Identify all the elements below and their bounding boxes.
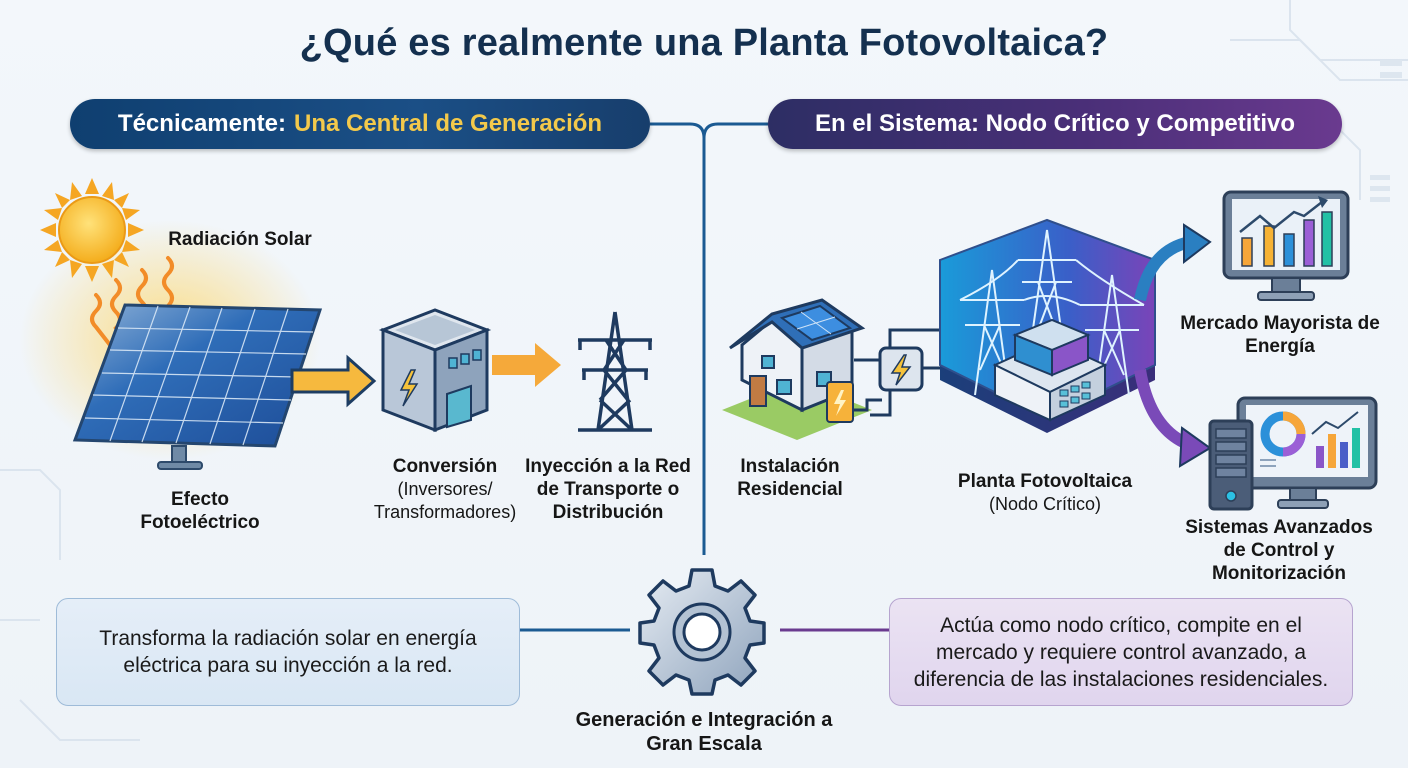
transmission-tower-icon xyxy=(578,311,652,432)
left-header-accent: Una Central de Generación xyxy=(293,110,603,137)
photoelectric-label: Efecto Fotoeléctrico xyxy=(140,489,260,533)
pv-plant-node-icon xyxy=(939,218,1156,433)
center-label: Generación e Integración a Gran Escala xyxy=(575,709,833,755)
conversion-sublabel: (Inversores/ Transformadores) xyxy=(373,479,517,522)
grid-injection-label: Inyección a la Red de Transporte o Distr… xyxy=(525,456,691,523)
page-title: ¿Qué es realmente una Planta Fotovoltaic… xyxy=(299,22,1109,64)
pv-plant-label: Planta Fotovoltaica (Nodo Crítico) xyxy=(930,470,1160,516)
market-chart-monitor-icon xyxy=(1222,190,1350,301)
pv-plant-sublabel: (Nodo Crítico) xyxy=(988,494,1102,514)
right-section-header: En el Sistema: Nodo Crítico y Competitiv… xyxy=(768,99,1342,149)
market-label: Mercado Mayorista de Energía xyxy=(1180,313,1380,357)
left-section-header: Técnicamente: Una Central de Generación xyxy=(70,99,650,149)
residential-label: Instalación Residencial xyxy=(737,456,843,500)
inverter-building-icon xyxy=(378,308,561,433)
branch-arrows xyxy=(1134,223,1212,468)
left-summary-box: Transforma la radiación solar en energía… xyxy=(56,598,520,706)
bolt-switch-icon xyxy=(870,328,945,417)
left-header-prefix: Técnicamente: xyxy=(117,110,286,137)
right-summary-box: Actúa como nodo crítico, compite en el m… xyxy=(889,598,1353,706)
gear-icon xyxy=(638,568,766,696)
house-solar-battery-icon xyxy=(722,298,882,440)
conversion-label: Conversión (Inversores/ Transformadores) xyxy=(355,455,535,524)
radiation-label: Radiación Solar xyxy=(168,229,312,250)
sun-solar-panel-icon xyxy=(20,178,377,470)
control-systems-label: Sistemas Avanzados de Control y Monitori… xyxy=(1185,517,1373,584)
control-monitoring-computer-icon xyxy=(1208,396,1378,511)
